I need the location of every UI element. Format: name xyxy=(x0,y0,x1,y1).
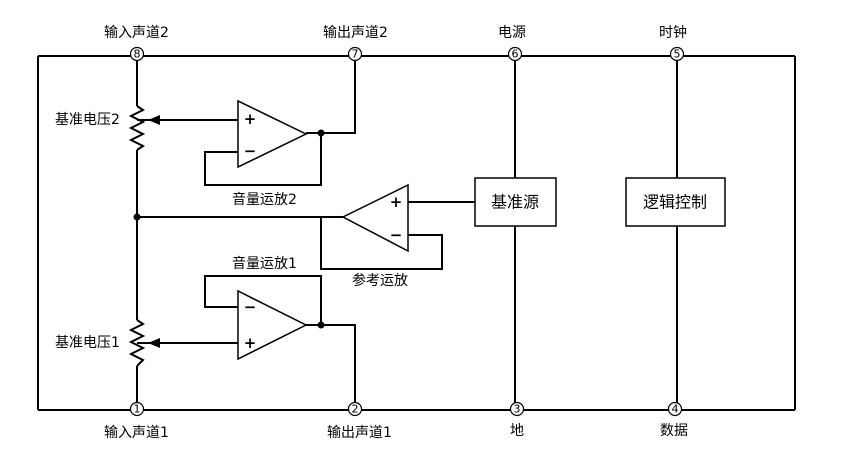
pin-5: 5 xyxy=(669,46,685,62)
pin-8-label: 输入声道2 xyxy=(104,25,169,41)
ref-amp xyxy=(341,183,409,253)
ref-amp-minus: − xyxy=(390,226,403,244)
pin-8: 8 xyxy=(129,46,145,62)
vol-amp-2-label: 音量运放2 xyxy=(232,191,297,208)
pin-7-label: 输出声道2 xyxy=(323,25,388,41)
vol-amp-1-plus: + xyxy=(244,334,257,352)
pin-1-label: 输入声道1 xyxy=(104,425,169,441)
reference-source-block xyxy=(474,177,557,227)
pin-2: 2 xyxy=(347,401,363,417)
pin-4: 4 xyxy=(667,401,683,417)
pin-1-number: 1 xyxy=(134,403,141,416)
vol-amp-1 xyxy=(237,289,308,361)
wiper-arrow-1 xyxy=(148,338,160,348)
ref-amp-plus: + xyxy=(390,193,403,211)
ref-amp-label: 参考运放 xyxy=(352,272,408,289)
pin-5-label: 时钟 xyxy=(659,24,687,41)
logic-control-label: 逻辑控制 xyxy=(643,193,707,212)
vol-amp-2-output-node xyxy=(317,129,325,137)
bus-junction-node xyxy=(133,213,141,221)
pin-1: 1 xyxy=(129,401,145,417)
pin-3-label: 地 xyxy=(510,423,524,439)
ref-voltage-2-label: 基准电压2 xyxy=(55,111,120,128)
pin-6: 6 xyxy=(507,46,523,62)
pin-3: 3 xyxy=(509,401,525,417)
pin-2-label: 输出声道1 xyxy=(327,425,392,441)
vol-amp-1-output-node xyxy=(317,321,325,329)
ref-amp-wires xyxy=(137,201,475,270)
pin-4-number: 4 xyxy=(672,403,679,416)
outer-frame xyxy=(37,55,796,411)
vol-amp-2-minus: − xyxy=(244,142,257,160)
pin-2-number: 2 xyxy=(352,403,359,416)
pin-5-number: 5 xyxy=(674,48,681,61)
pin-3-number: 3 xyxy=(514,403,521,416)
vol-amp-2 xyxy=(237,99,308,169)
reference-source-label: 基准源 xyxy=(491,193,539,212)
ref-voltage-2-resistor xyxy=(128,105,158,151)
wiper-arrow-2 xyxy=(148,115,160,125)
pin-8-number: 8 xyxy=(134,48,141,61)
vol-amp-1-minus: − xyxy=(244,298,257,316)
pin-6-label: 电源 xyxy=(498,25,526,41)
pin-7: 7 xyxy=(347,46,363,62)
pin-6-number: 6 xyxy=(512,48,519,61)
ref-voltage-1-label: 基准电压1 xyxy=(55,334,120,351)
vol-amp-1-label: 音量运放1 xyxy=(232,255,297,272)
pin-4-label: 数据 xyxy=(660,423,688,439)
vol-amp-2-plus: + xyxy=(244,110,257,128)
pin-7-number: 7 xyxy=(352,48,359,61)
logic-control-block xyxy=(625,177,726,227)
